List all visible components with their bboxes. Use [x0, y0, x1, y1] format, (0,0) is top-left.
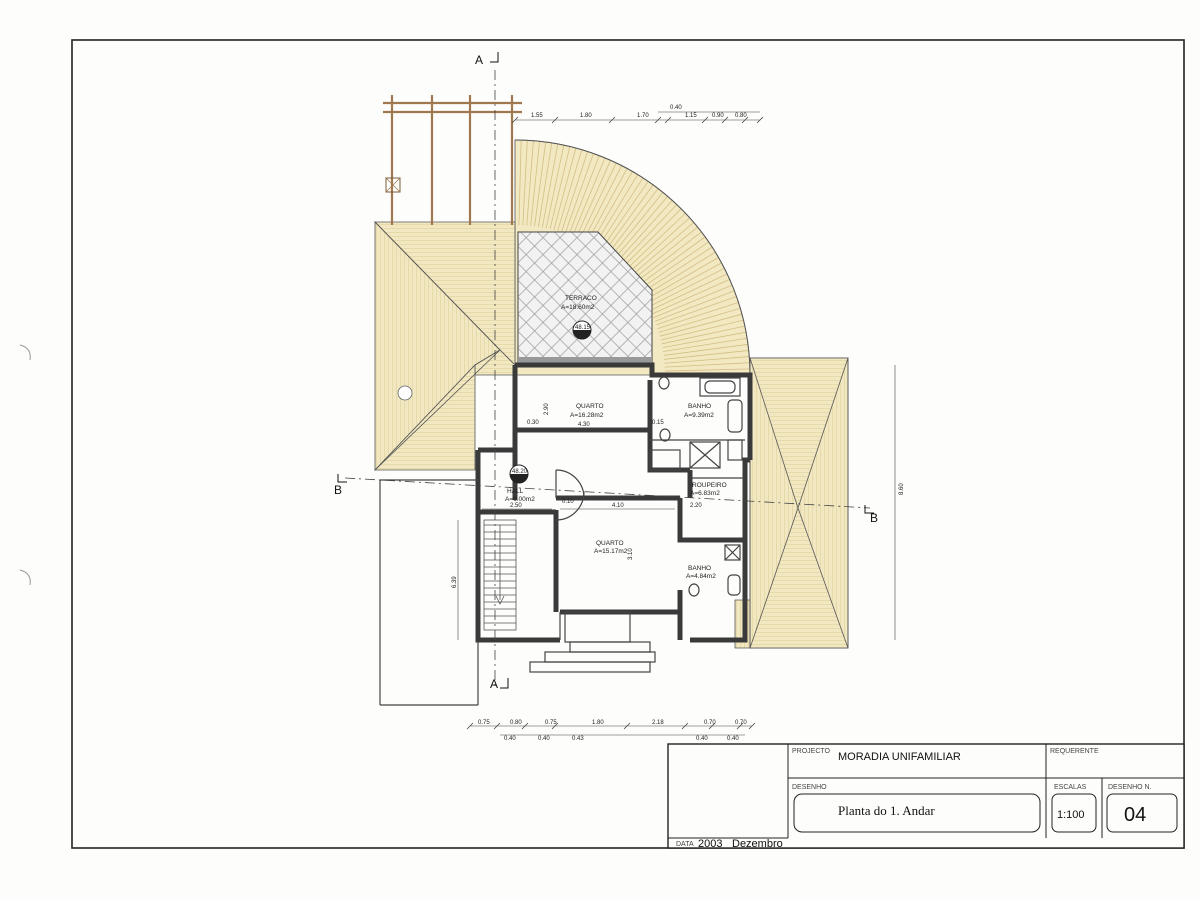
inner-details — [379, 376, 745, 706]
room-hall-area: A=6.00m2 — [505, 496, 535, 503]
data-month: Dezembro — [732, 838, 783, 850]
room-labels: TERRACO A=18.60m2 QUARTO A=16.28m2 BANHO… — [505, 295, 727, 580]
room-quarto1-area: A=16.28m2 — [570, 412, 604, 419]
svg-text:6.39: 6.39 — [452, 576, 458, 588]
room-roupeiro-area: A=6.83m2 — [690, 490, 720, 497]
pergola — [383, 95, 522, 225]
staircase — [483, 519, 517, 631]
room-hall-name: HALL — [507, 488, 524, 495]
data-value: 2003 — [698, 838, 722, 850]
room-terrace-area: A=18.60m2 — [561, 304, 595, 311]
svg-text:2.90: 2.90 — [544, 403, 550, 415]
room-terrace-name: TERRACO — [565, 295, 597, 302]
section-markers: A A B B — [334, 52, 878, 691]
svg-text:0.40: 0.40 — [727, 736, 739, 742]
punch-hole-bottom — [19, 569, 31, 586]
projecto-label: PROJECTO — [792, 748, 831, 755]
svg-text:0.40: 0.40 — [696, 736, 708, 742]
svg-text:2.50: 2.50 — [510, 503, 522, 509]
projecto-value: MORADIA UNIFAMILIAR — [838, 751, 961, 763]
dimension-chain-top: 1.55 1.80 0.40 1.70 1.15 0.90 0.80 — [511, 105, 764, 124]
room-quarto1-name: QUARTO — [576, 403, 604, 410]
dimension-chain-bottom: 0.75 0.80 0.75 1.80 2.18 0.70 0.70 0.40 … — [466, 720, 756, 742]
section-label-b-left: B — [334, 483, 342, 497]
svg-text:0.80: 0.80 — [735, 113, 747, 119]
svg-text:0.10: 0.10 — [562, 499, 574, 505]
section-label-a-top: A — [475, 53, 483, 67]
escalas-label: ESCALAS — [1054, 784, 1087, 791]
svg-text:1.15: 1.15 — [685, 113, 697, 119]
desenho-label: DESENHO — [792, 784, 827, 791]
svg-text:1.55: 1.55 — [531, 113, 543, 119]
room-banho1-name: BANHO — [688, 403, 711, 410]
sheet-border — [71, 39, 1185, 849]
desenho-value: Planta do 1. Andar — [838, 803, 935, 818]
punch-hole-top — [19, 344, 31, 361]
svg-text:0.75: 0.75 — [478, 720, 490, 726]
svg-text:0.70: 0.70 — [704, 720, 716, 726]
svg-text:3.10: 3.10 — [628, 548, 634, 560]
svg-text:0.75: 0.75 — [545, 720, 557, 726]
svg-text:0.70: 0.70 — [735, 720, 747, 726]
svg-text:2.18: 2.18 — [652, 720, 664, 726]
svg-text:1.80: 1.80 — [592, 720, 604, 726]
svg-text:0.15: 0.15 — [652, 420, 664, 426]
desenho-n-label: DESENHO N. — [1108, 784, 1152, 791]
svg-text:4.10: 4.10 — [612, 503, 624, 509]
section-lines — [344, 70, 871, 690]
svg-text:0.40: 0.40 — [670, 105, 682, 111]
svg-text:4.30: 4.30 — [578, 422, 590, 428]
level-marker-terrace: 48.15 — [572, 320, 592, 340]
svg-text:0.40: 0.40 — [538, 736, 550, 742]
terrace — [517, 231, 653, 366]
room-quarto2-name: QUARTO — [596, 540, 624, 547]
svg-text:2.20: 2.20 — [690, 503, 702, 509]
room-banho2-area: A=4.84m2 — [686, 573, 716, 580]
svg-text:0.43: 0.43 — [572, 736, 584, 742]
svg-text:0.90: 0.90 — [712, 113, 724, 119]
roof-right — [734, 357, 849, 649]
svg-text:0.80: 0.80 — [510, 720, 522, 726]
svg-text:48.15: 48.15 — [575, 325, 591, 331]
data-label: DATA — [676, 841, 694, 848]
svg-text:1.70: 1.70 — [637, 113, 649, 119]
dimensions-inner: 4.30 4.10 2.50 2.20 2.90 3.10 8.60 6.39 … — [452, 365, 905, 640]
room-banho1-area: A=9.39m2 — [684, 412, 714, 419]
desenho-n-value: 04 — [1124, 804, 1146, 826]
svg-text:8.60: 8.60 — [899, 483, 905, 495]
section-label-b-right: B — [870, 511, 878, 525]
room-roupeiro-name: ROUPEIRO — [692, 482, 727, 489]
svg-text:1.80: 1.80 — [580, 113, 592, 119]
escalas-value: 1:100 — [1057, 809, 1085, 821]
section-label-a-bottom: A — [490, 677, 498, 691]
requerente-label: REQUERENTE — [1050, 748, 1099, 755]
svg-text:0.30: 0.30 — [527, 420, 539, 426]
room-quarto2-area: A=15.17m2 — [594, 548, 628, 555]
level-marker-hall: 48.20 — [509, 464, 529, 484]
svg-text:48.20: 48.20 — [512, 469, 528, 475]
title-block: PROJECTO MORADIA UNIFAMILIAR REQUERENTE … — [667, 743, 1185, 850]
room-banho2-name: BANHO — [688, 565, 711, 572]
svg-text:0.40: 0.40 — [504, 736, 516, 742]
roof-left — [374, 221, 533, 471]
